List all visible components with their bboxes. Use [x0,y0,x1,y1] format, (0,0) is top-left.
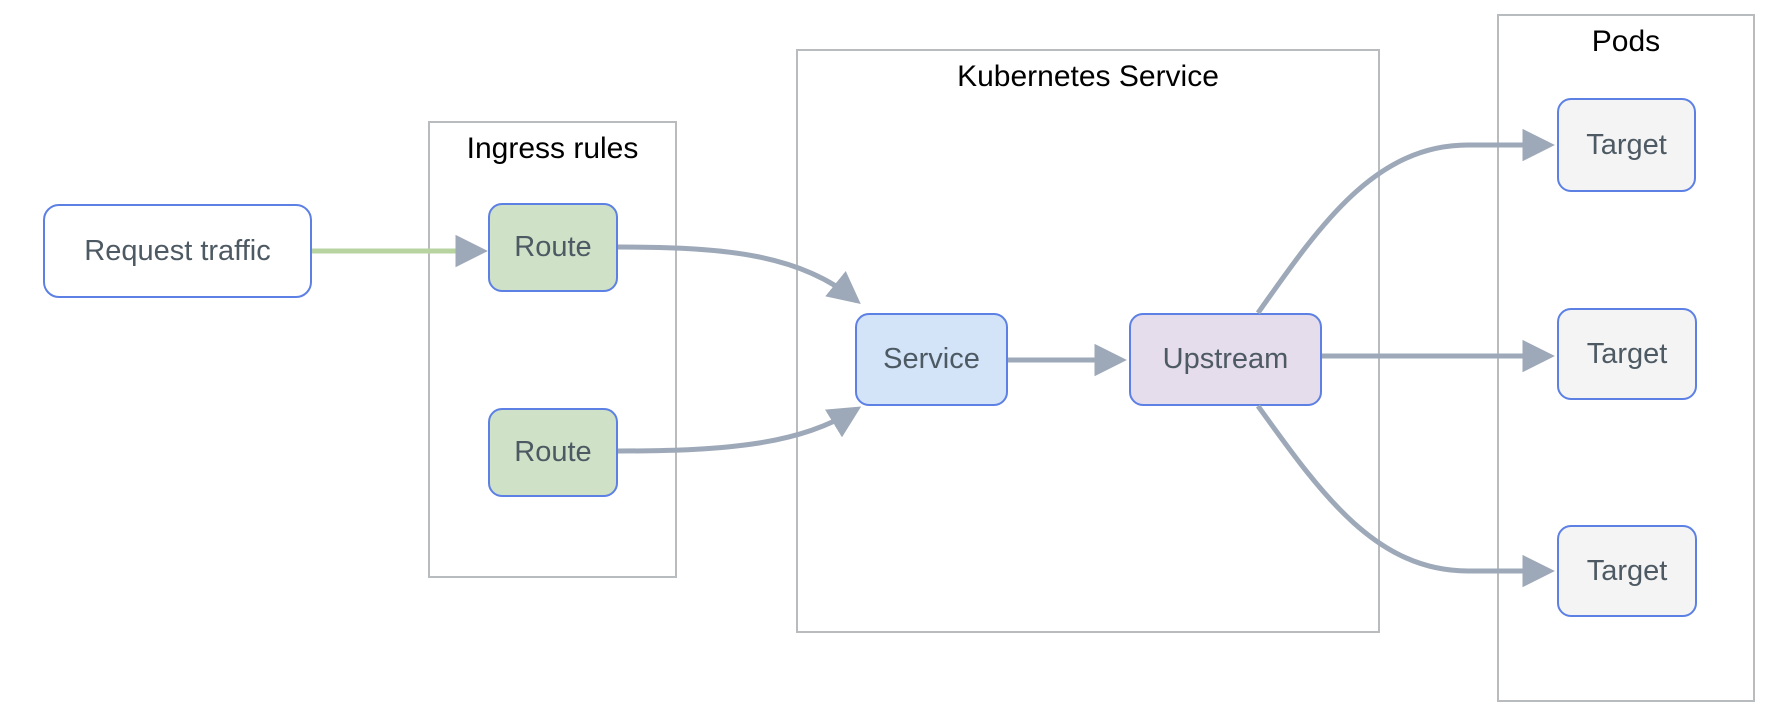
upstream-label: Upstream [1162,343,1289,375]
ingress-rules-group: Ingress rules [428,121,677,578]
target-node-2: Target [1557,308,1697,400]
route-label-2: Route [514,436,592,468]
pods-title: Pods [1591,25,1661,58]
ingress-rules-title: Ingress rules [466,132,639,165]
route-node-2: Route [488,408,618,497]
route-node-1: Route [488,203,618,292]
target-label-3: Target [1586,554,1668,587]
target-node-1: Target [1557,98,1696,192]
route-label-1: Route [514,231,592,263]
request-traffic-node: Request traffic [43,204,312,298]
service-node: Service [855,313,1008,406]
kubernetes-service-title: Kubernetes Service [957,60,1219,93]
service-label: Service [883,343,980,375]
target-label-2: Target [1586,337,1668,370]
target-label-1: Target [1586,128,1667,161]
target-node-3: Target [1557,525,1697,617]
request-traffic-label: Request traffic [84,234,271,267]
upstream-node: Upstream [1129,313,1322,406]
